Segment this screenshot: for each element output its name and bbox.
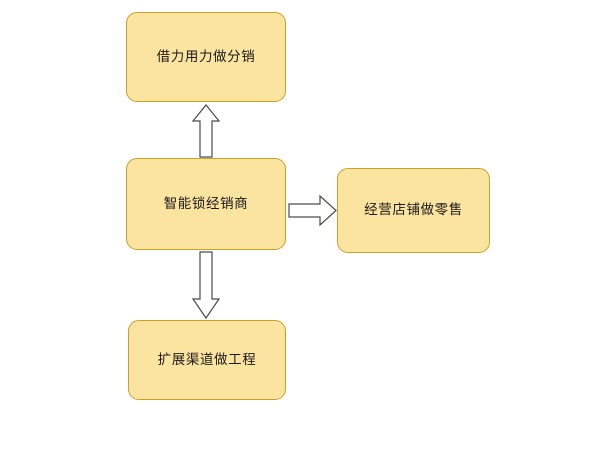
arrow-up-shape <box>191 104 221 158</box>
arrow-down-icon <box>191 251 221 320</box>
arrow-down-svg <box>191 251 221 320</box>
arrow-right-icon <box>288 194 337 227</box>
arrow-up-icon <box>191 104 221 158</box>
node-right[interactable]: 经营店铺做零售 <box>337 168 490 253</box>
node-bottom[interactable]: 扩展渠道做工程 <box>128 320 286 400</box>
node-bottom-label: 扩展渠道做工程 <box>157 351 257 368</box>
arrow-down-shape <box>191 251 221 320</box>
node-right-label: 经营店铺做零售 <box>364 202 463 219</box>
arrow-up-svg <box>191 104 221 158</box>
arrow-right-shape <box>288 194 337 227</box>
node-center-label: 智能锁经销商 <box>163 195 249 212</box>
node-top-label: 借力用力做分销 <box>156 48 256 65</box>
arrow-right-svg <box>288 194 337 227</box>
node-top[interactable]: 借力用力做分销 <box>126 12 286 102</box>
node-center[interactable]: 智能锁经销商 <box>126 158 286 250</box>
